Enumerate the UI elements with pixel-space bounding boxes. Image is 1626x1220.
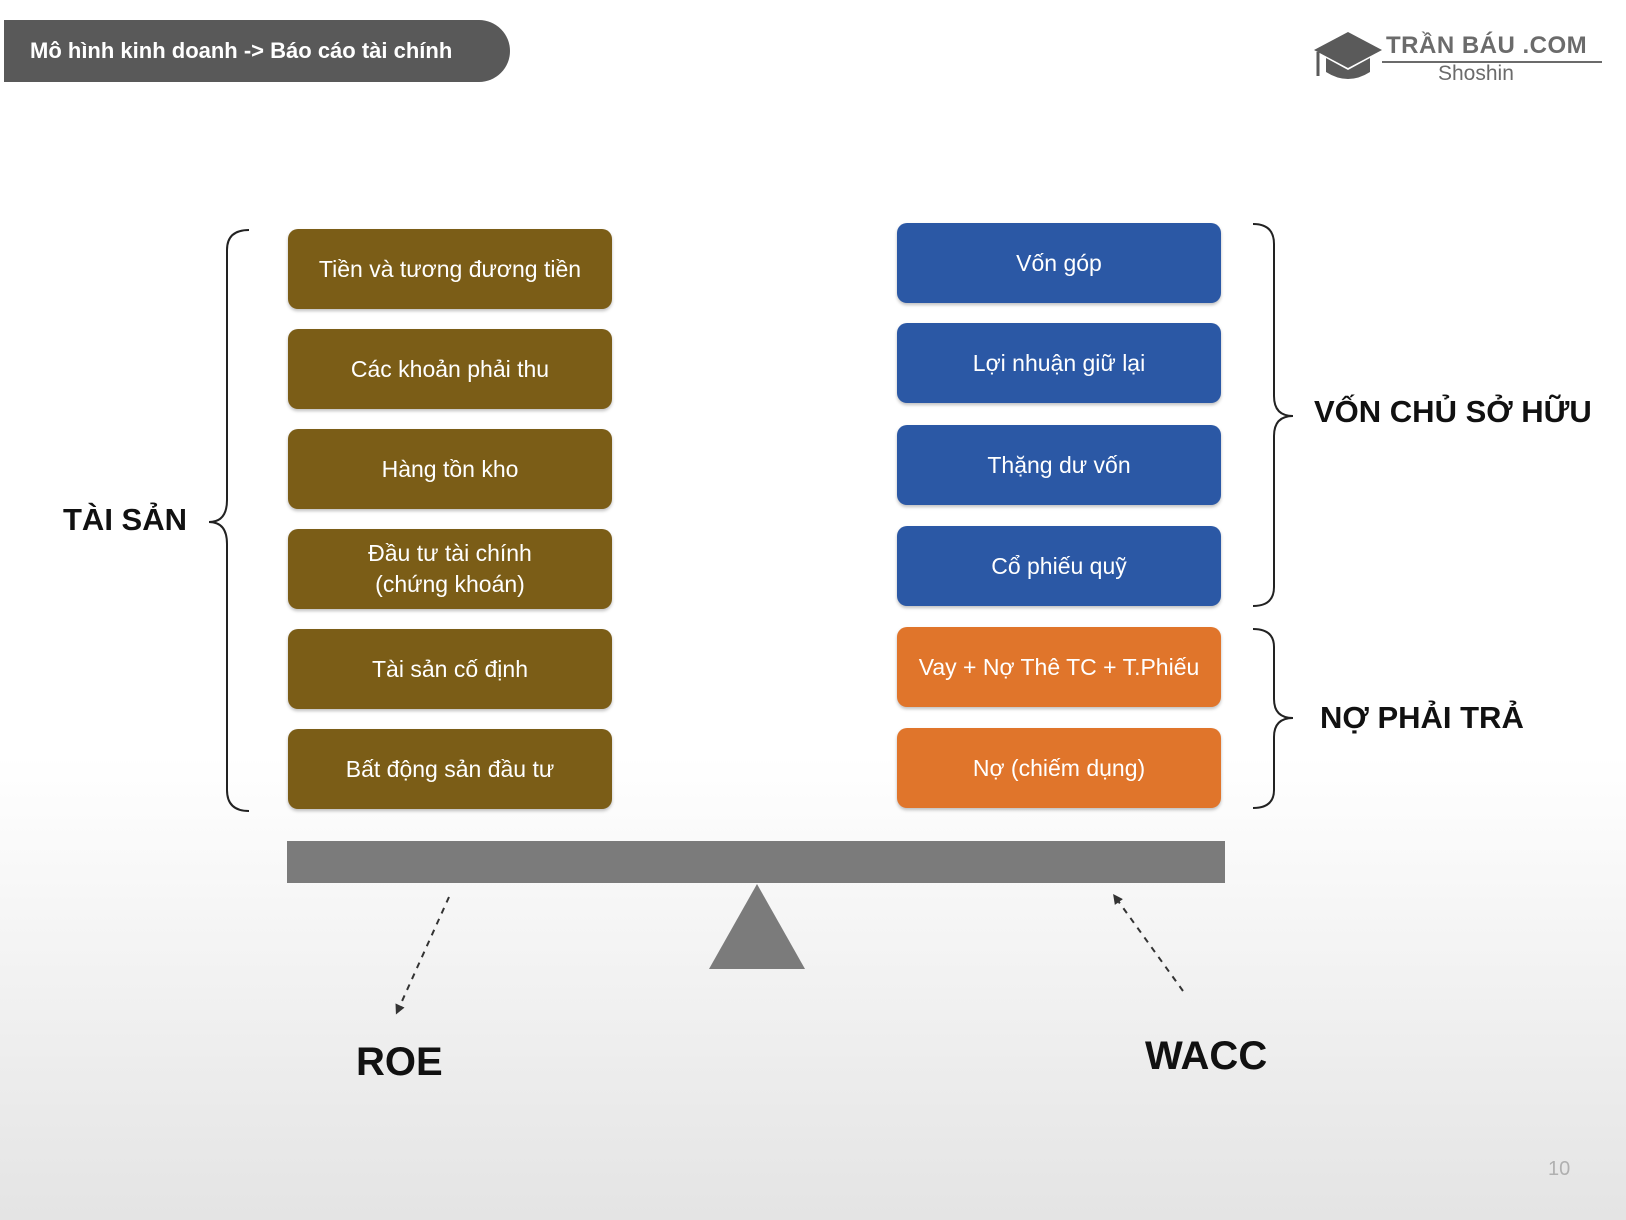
equity-box-contributed-capital: Vốn góp bbox=[897, 223, 1221, 303]
asset-box-inventory: Hàng tồn kho bbox=[288, 429, 612, 509]
wacc-label: WACC bbox=[1145, 1034, 1268, 1078]
logo-name: TRẦN BÁU .COM bbox=[1386, 32, 1588, 59]
asset-box-label: Đầu tư tài chính (chứng khoán) bbox=[368, 540, 532, 597]
page-number: 10 bbox=[1548, 1158, 1571, 1180]
asset-box-label: Tiền và tương đương tiền bbox=[318, 255, 582, 282]
logo-subtitle: Shoshin bbox=[1438, 62, 1514, 85]
balance-beam bbox=[287, 841, 1225, 883]
equity-brace bbox=[1252, 223, 1294, 607]
brand-logo: TRẦN BÁU .COM Shoshin bbox=[1312, 26, 1602, 92]
assets-brace bbox=[208, 229, 250, 812]
equity-box-share-premium: Thặng dư vốn bbox=[897, 425, 1221, 505]
liabilities-brace bbox=[1252, 628, 1294, 809]
assets-group-label: TÀI SẢN bbox=[63, 502, 187, 537]
asset-box-fixed-assets: Tài sản cố định bbox=[288, 629, 612, 709]
wacc-arrow bbox=[1113, 893, 1184, 992]
asset-box-label: Tài sản cố định bbox=[372, 655, 528, 682]
liability-box-trade-payables: Nợ (chiếm dụng) bbox=[897, 728, 1221, 808]
asset-box-label: Các khoản phải thu bbox=[350, 355, 550, 382]
equity-group-label: VỐN CHỦ SỞ HỮU bbox=[1314, 394, 1592, 429]
liabilities-group-label: NỢ PHẢI TRẢ bbox=[1320, 700, 1524, 735]
equity-box-label: Thặng dư vốn bbox=[987, 451, 1131, 478]
asset-box-cash: Tiền và tương đương tiền bbox=[288, 229, 612, 309]
equity-box-treasury-stock: Cổ phiếu quỹ bbox=[897, 526, 1221, 606]
asset-box-financial-investment: Đầu tư tài chính (chứng khoán) bbox=[288, 529, 612, 609]
liability-box-borrowings: Vay + Nợ Thê TC + T.Phiếu bbox=[897, 627, 1221, 707]
equity-box-label: Cổ phiếu quỹ bbox=[991, 552, 1127, 579]
liability-box-label: Nợ (chiếm dụng) bbox=[972, 754, 1146, 781]
asset-box-label: Bất động sản đầu tư bbox=[345, 755, 555, 782]
slide-title: Mô hình kinh doanh -> Báo cáo tài chính bbox=[4, 20, 510, 82]
equity-box-retained-earnings: Lợi nhuận giữ lại bbox=[897, 323, 1221, 403]
fulcrum-triangle bbox=[709, 884, 805, 969]
asset-box-investment-property: Bất động sản đầu tư bbox=[288, 729, 612, 809]
equity-box-label: Lợi nhuận giữ lại bbox=[972, 349, 1146, 376]
roe-arrow bbox=[395, 896, 450, 1015]
liability-box-label: Vay + Nợ Thê TC + T.Phiếu bbox=[918, 653, 1200, 680]
roe-label: ROE bbox=[356, 1040, 443, 1084]
logo-rule bbox=[1382, 61, 1602, 63]
graduation-cap-icon bbox=[1314, 32, 1382, 79]
asset-box-receivables: Các khoản phải thu bbox=[288, 329, 612, 409]
asset-box-label: Hàng tồn kho bbox=[381, 455, 519, 482]
equity-box-label: Vốn góp bbox=[1016, 249, 1102, 276]
